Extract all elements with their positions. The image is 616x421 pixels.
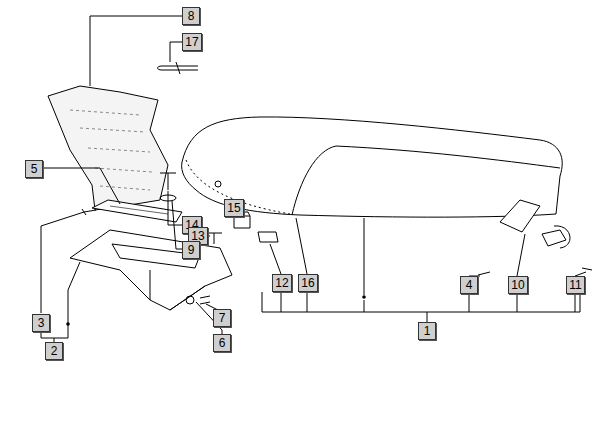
callout-box: 1 <box>418 322 436 340</box>
callout-box: 8 <box>182 7 200 25</box>
callout-box: 4 <box>460 276 478 294</box>
callout-box: 2 <box>45 342 63 360</box>
callout-number: 6 <box>219 336 226 350</box>
callout-number: 1 <box>424 324 431 338</box>
callout-number: 12 <box>275 276 288 290</box>
callout-box: 6 <box>213 334 231 352</box>
callout-box: 7 <box>213 309 231 327</box>
callout-box: 5 <box>25 160 43 178</box>
callout-number: 2 <box>51 344 58 358</box>
callout-box: 9 <box>182 241 200 259</box>
callout-number: 15 <box>227 201 240 215</box>
callout-number: 8 <box>188 9 195 23</box>
callout-number: 11 <box>569 278 581 292</box>
callout-number: 17 <box>185 35 198 49</box>
callout-number: 7 <box>219 311 226 325</box>
callout-box: 11 <box>566 276 585 294</box>
callout-box: 17 <box>182 33 202 51</box>
callout-box: 15 <box>224 199 244 217</box>
callout-number: 3 <box>38 316 45 330</box>
callout-box: 12 <box>272 274 292 292</box>
callout-number: 4 <box>466 278 473 292</box>
callout-number: 10 <box>511 278 524 292</box>
callout-number: 5 <box>31 162 38 176</box>
callout-number: 16 <box>301 276 314 290</box>
callout-box: 3 <box>32 314 50 332</box>
callout-box: 16 <box>298 274 318 292</box>
callout-box: 10 <box>508 276 528 294</box>
callout-number: 9 <box>188 243 195 257</box>
